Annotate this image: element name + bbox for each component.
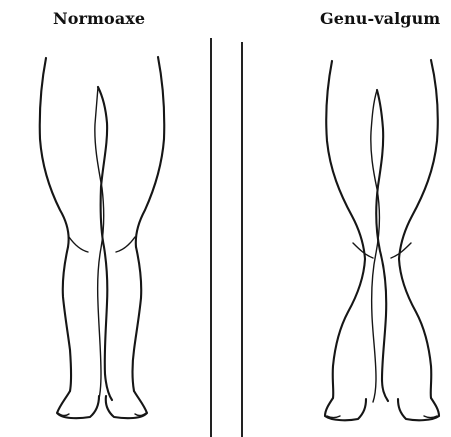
- left-panel-divider: [210, 38, 212, 437]
- panel-genu-valgum: Genu-valgum: [232, 0, 451, 437]
- genu-valgum-legs-illustration: [232, 0, 451, 437]
- panel-normoaxe: Normoaxe: [0, 0, 220, 437]
- normal-legs-illustration: [0, 0, 220, 437]
